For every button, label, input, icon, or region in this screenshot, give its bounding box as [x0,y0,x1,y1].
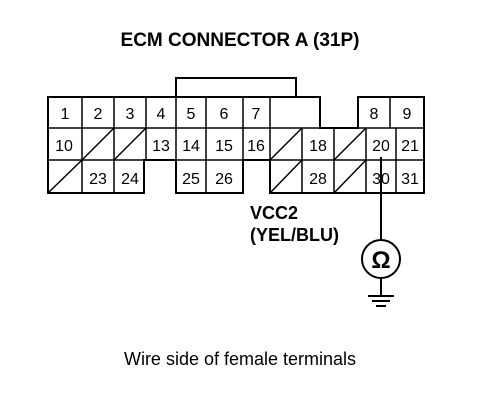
pin-18: 18 [309,138,327,155]
empty-cavity [81,127,115,161]
empty-cavity [47,159,83,194]
empty-cavity [269,127,303,161]
pin-6: 6 [220,106,229,123]
pin-8: 8 [370,106,379,123]
row-3: 23 24 25 26 28 30 31 [47,159,419,194]
connector-outline [47,96,425,194]
ground-icon [368,295,394,307]
pin-28: 28 [309,171,327,188]
pin-23: 23 [89,171,107,188]
pin-2: 2 [94,106,103,123]
pin-4: 4 [157,106,166,123]
pin-31: 31 [401,171,419,188]
pin-21: 21 [401,138,419,155]
pin-25: 25 [182,171,200,188]
row-1: 1 2 3 4 5 6 7 8 9 [48,97,424,129]
signal-name: VCC2 [250,203,298,223]
diagram-caption: Wire side of female terminals [124,349,356,369]
pin-16: 16 [247,138,265,155]
connector-lock-tab [175,77,297,97]
empty-cavity [113,127,147,161]
row-2: 10 13 14 15 16 18 20 21 [48,127,424,161]
pin-14: 14 [182,138,200,155]
pin-15: 15 [215,138,233,155]
ohm-icon: Ω [371,247,390,274]
pin-20: 20 [372,138,390,155]
empty-cavity [269,159,303,194]
diagram-title: ECM CONNECTOR A (31P) [121,30,360,51]
empty-cavity [333,127,367,161]
pin-7: 7 [252,106,261,123]
signal-wire-color: (YEL/BLU) [250,225,339,245]
pin-13: 13 [152,138,170,155]
pin-10: 10 [55,138,73,155]
pin-1: 1 [61,106,70,123]
pin-26: 26 [215,171,233,188]
pin-3: 3 [126,106,135,123]
pin-24: 24 [121,171,139,188]
empty-cavity [333,159,367,194]
pin-9: 9 [403,106,412,123]
pin-5: 5 [187,106,196,123]
